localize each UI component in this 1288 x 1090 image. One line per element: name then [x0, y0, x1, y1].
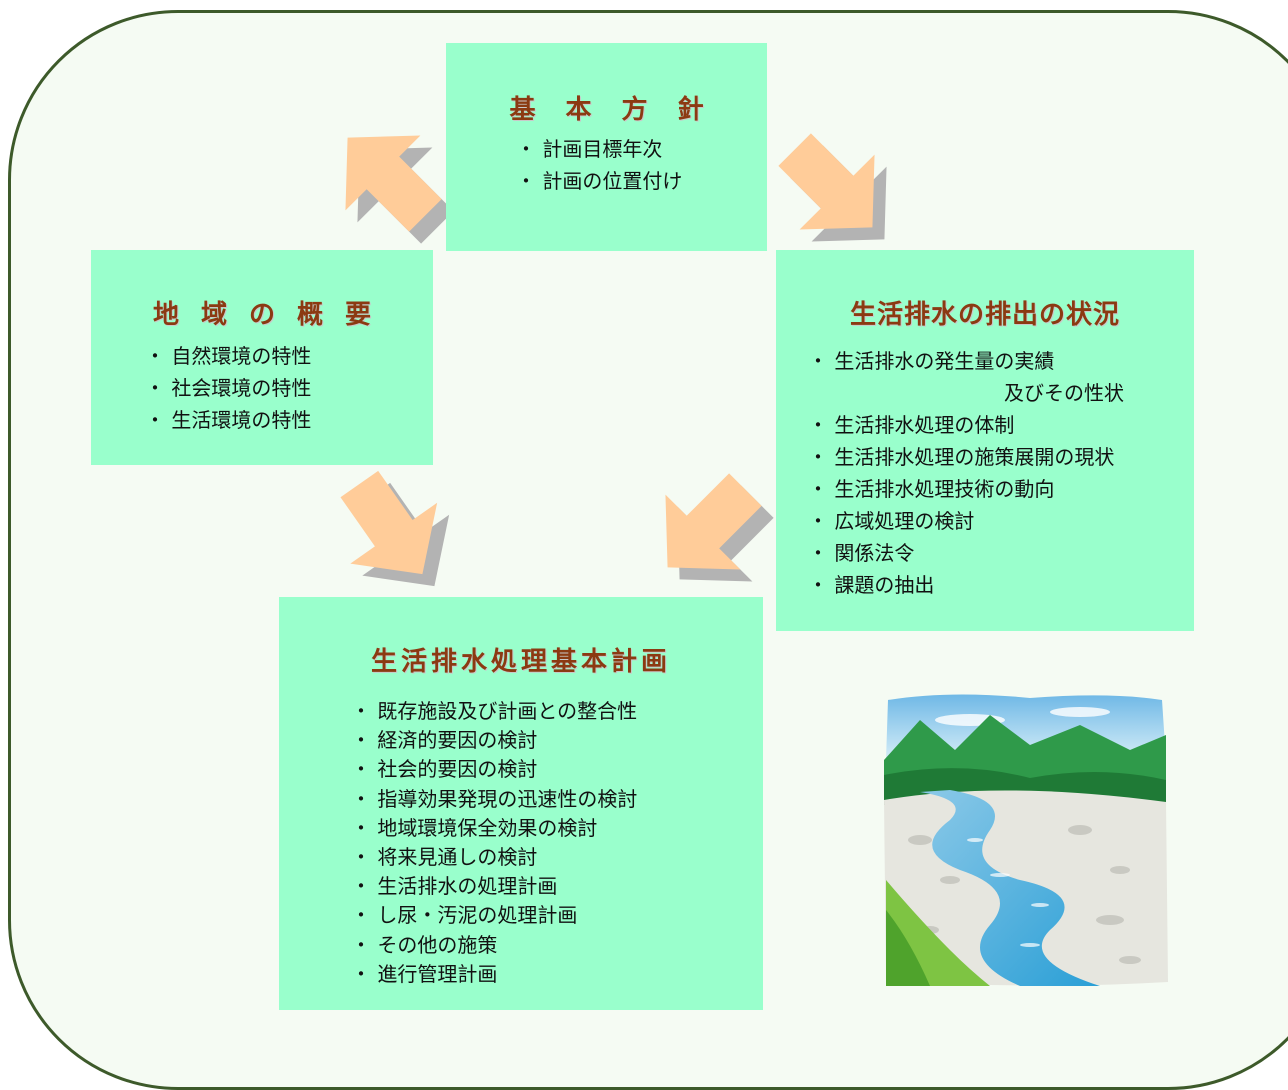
- list-item: ・ 関係法令: [808, 541, 915, 565]
- list-item: ・ 計画目標年次: [516, 137, 663, 161]
- box-title: 生活排水処理基本計画: [370, 647, 671, 677]
- list-item: ・ 経済的要因の検討: [351, 728, 538, 753]
- box-kihon-keikaku: 生活排水処理基本計画 ・ 既存施設及び計画との整合性 ・ 経済的要因の検討 ・ …: [279, 597, 763, 1010]
- list-item: ・ 課題の抽出: [808, 573, 935, 597]
- list-item: ・ 生活排水の発生量の実績: [808, 349, 1055, 373]
- box-haishutsu-jokyo: 生活排水の排出の状況 ・ 生活排水の発生量の実績 及びその性状 ・ 生活排水処理…: [776, 250, 1194, 631]
- box-title: 基本方針: [509, 95, 734, 125]
- list-item: ・ 地域環境保全効果の検討: [351, 815, 598, 840]
- arrow-kihon-to-jokyo: [778, 133, 887, 242]
- item-list: ・ 自然環境の特性 ・ 社会環境の特性 ・ 生活環境の特性: [145, 340, 311, 436]
- list-item: ・ 生活排水処理の体制: [808, 413, 1015, 437]
- arrow-jokyo-to-keikaku: [665, 473, 774, 582]
- arrow-kihon-to-chiiki: [345, 135, 454, 244]
- box-chiiki-gaiyou: 地域の概要 ・ 自然環境の特性 ・ 社会環境の特性 ・ 生活環境の特性: [91, 250, 433, 465]
- list-item: ・ し尿・汚泥の処理計画: [351, 903, 578, 928]
- river-landscape-icon: [884, 694, 1168, 986]
- list-item: ・ 生活排水の処理計画: [351, 874, 558, 899]
- list-item-continuation: 及びその性状: [1004, 381, 1124, 405]
- item-list: ・ 生活排水の発生量の実績 及びその性状 ・ 生活排水処理の体制 ・ 生活排水処…: [808, 345, 1124, 601]
- list-item: ・ 生活排水処理の施策展開の現状: [808, 445, 1115, 469]
- list-item: ・ 指導効果発現の迅速性の検討: [351, 786, 638, 811]
- list-item: ・ 将来見通しの検討: [351, 845, 538, 870]
- list-item: ・ 自然環境の特性: [145, 344, 312, 368]
- list-item: ・ 計画の位置付け: [516, 169, 683, 193]
- item-list: ・ 計画目標年次 ・ 計画の位置付け: [516, 133, 682, 197]
- item-list: ・ 既存施設及び計画との整合性 ・ 経済的要因の検討 ・ 社会的要因の検討 ・ …: [351, 697, 637, 989]
- box-kihon-houshin: 基本方針 ・ 計画目標年次 ・ 計画の位置付け: [446, 43, 767, 251]
- list-item: ・ 生活排水処理技術の動向: [808, 477, 1055, 501]
- box-title: 地域の概要: [152, 300, 393, 330]
- list-item: ・ 社会的要因の検討: [351, 757, 538, 782]
- list-item: ・ その他の施策: [351, 932, 498, 957]
- list-item: ・ 既存施設及び計画との整合性: [351, 699, 638, 723]
- list-item: ・ 広域処理の検討: [808, 509, 975, 533]
- list-item: ・ 生活環境の特性: [145, 408, 312, 432]
- list-item: ・ 進行管理計画: [351, 961, 498, 986]
- arrow-chiiki-to-keikaku: [340, 470, 450, 587]
- list-item: ・ 社会環境の特性: [145, 376, 312, 400]
- box-title: 生活排水の排出の状況: [849, 300, 1120, 330]
- flow-arrows: [340, 133, 887, 587]
